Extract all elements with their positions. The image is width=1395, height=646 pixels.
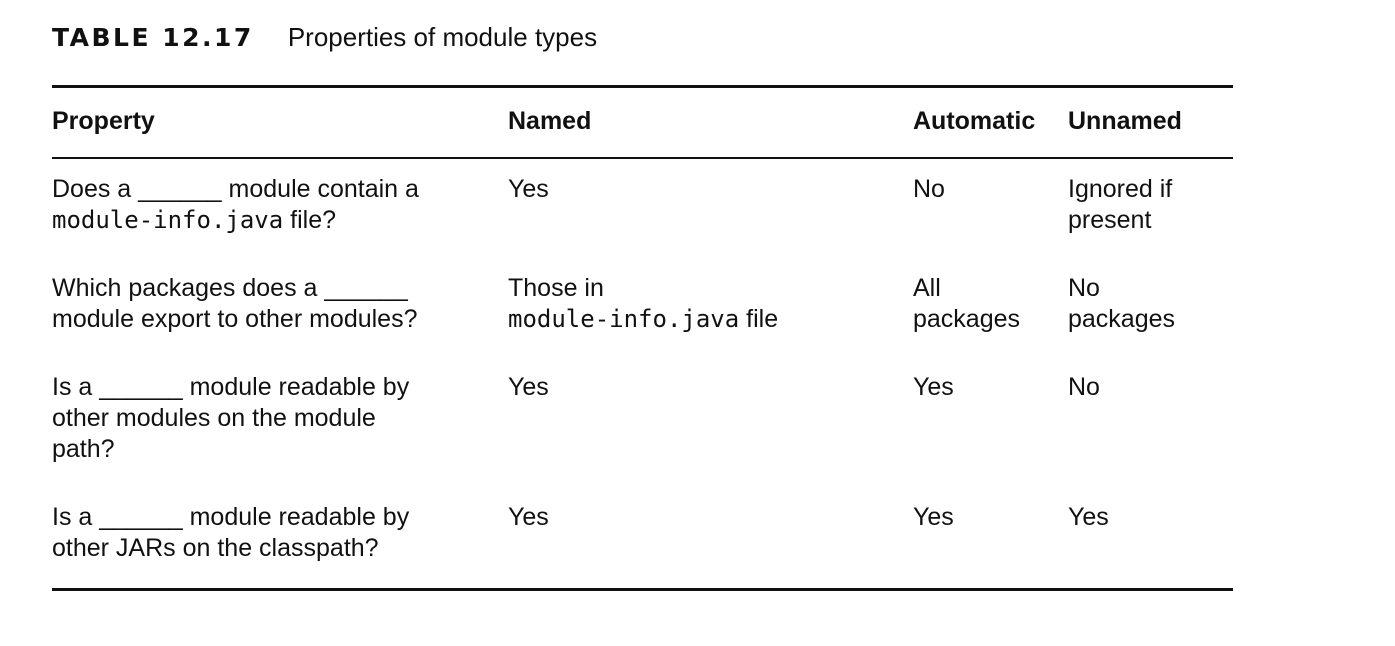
row-1-unnamed: Ignored if present xyxy=(1068,175,1173,234)
row-4-property: Is a ______ module readable by other JAR… xyxy=(52,503,410,562)
header-named: Named xyxy=(508,107,592,135)
row-3-property: Is a ______ module readable by other mod… xyxy=(52,373,410,463)
row-2-automatic: All packages xyxy=(913,274,1021,333)
table-caption: TABLE 12.17 Properties of module types xyxy=(52,22,597,58)
table-number: TABLE 12.17 xyxy=(52,23,254,52)
row-2-unnamed: No packages xyxy=(1068,274,1176,333)
table-top-rule xyxy=(52,85,1233,88)
row-2-named: Those in module-info.java file xyxy=(508,274,779,333)
header-unnamed: Unnamed xyxy=(1068,107,1182,135)
row-3-automatic: Yes xyxy=(913,373,954,401)
table-title: Properties of module types xyxy=(287,22,598,52)
header-automatic: Automatic xyxy=(913,107,1036,135)
code-text: module-info.java xyxy=(52,206,284,234)
table-bottom-rule xyxy=(52,588,1233,591)
row-4-automatic: Yes xyxy=(913,503,954,531)
header-property: Property xyxy=(52,107,155,135)
row-1-automatic: No xyxy=(913,175,945,203)
row-4-unnamed: Yes xyxy=(1068,503,1109,531)
code-text: module-info.java xyxy=(508,305,740,333)
header-separator-rule xyxy=(52,157,1233,159)
row-3-unnamed: No xyxy=(1068,373,1100,401)
row-1-named: Yes xyxy=(508,175,549,203)
row-1-property: Does a ______ module contain a module-in… xyxy=(52,175,419,234)
row-4-named: Yes xyxy=(508,503,549,531)
row-3-named: Yes xyxy=(508,373,549,401)
row-2-property: Which packages does a ______ module expo… xyxy=(52,274,418,333)
